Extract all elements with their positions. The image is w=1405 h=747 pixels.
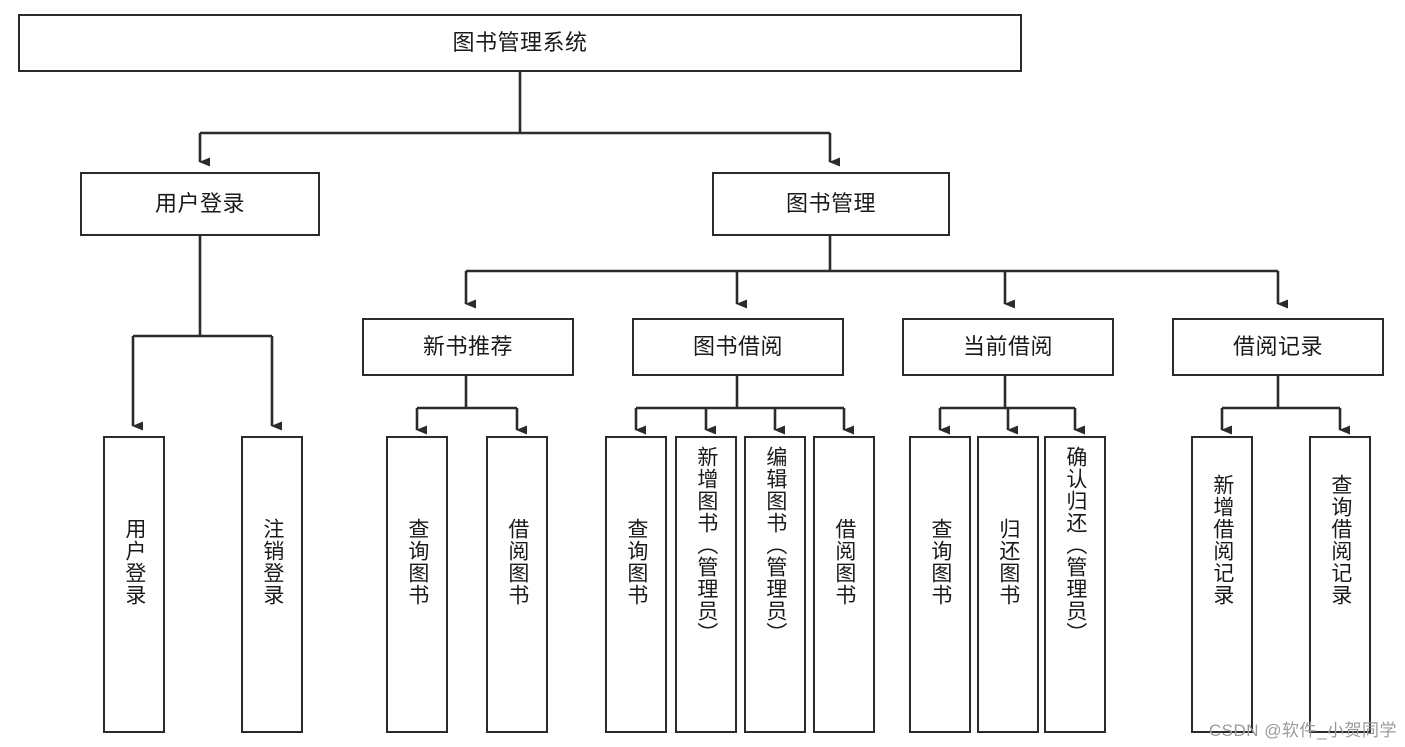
node-leaf-edit-book-admin[interactable]: 编辑图书（管理员） [744,436,806,733]
node-label: 新增借阅记录 [1210,474,1234,606]
node-label: 新书推荐 [422,333,513,359]
node-book-management[interactable]: 图书管理 [712,172,950,236]
node-label: 当前借阅 [962,333,1053,359]
node-leaf-query-borrow-record[interactable]: 查询借阅记录 [1309,436,1371,733]
node-leaf-query-book-recommend[interactable]: 查询图书 [386,436,448,733]
node-book-borrow[interactable]: 图书借阅 [632,318,844,376]
node-leaf-logout[interactable]: 注销登录 [241,436,303,733]
node-leaf-borrow-book[interactable]: 借阅图书 [813,436,875,733]
node-label: 编辑图书（管理员） [763,446,787,644]
node-label: 用户登录 [154,190,245,216]
node-label: 查询图书 [624,518,648,606]
node-leaf-confirm-return-admin[interactable]: 确认归还（管理员） [1044,436,1106,733]
node-label: 借阅图书 [505,518,529,606]
node-user-login[interactable]: 用户登录 [80,172,320,236]
node-label: 查询图书 [928,518,952,606]
node-label: 图书管理 [785,190,876,216]
node-label: 新增图书（管理员） [694,446,718,644]
node-label: 借阅记录 [1232,333,1323,359]
node-label: 注销登录 [260,518,284,606]
node-label: 图书借阅 [692,333,783,359]
node-label: 查询图书 [405,518,429,606]
node-leaf-add-borrow-record[interactable]: 新增借阅记录 [1191,436,1253,733]
node-borrow-record[interactable]: 借阅记录 [1172,318,1384,376]
node-label: 用户登录 [122,518,146,606]
node-leaf-add-book-admin[interactable]: 新增图书（管理员） [675,436,737,733]
node-label: 查询借阅记录 [1328,474,1352,606]
node-label: 图书管理系统 [452,29,588,55]
node-leaf-query-book-borrow[interactable]: 查询图书 [605,436,667,733]
node-new-book-recommend[interactable]: 新书推荐 [362,318,574,376]
node-leaf-query-book-current[interactable]: 查询图书 [909,436,971,733]
node-label: 归还图书 [996,518,1020,606]
node-leaf-borrow-book-recommend[interactable]: 借阅图书 [486,436,548,733]
node-current-borrow[interactable]: 当前借阅 [902,318,1114,376]
node-leaf-return-book[interactable]: 归还图书 [977,436,1039,733]
node-leaf-user-login[interactable]: 用户登录 [103,436,165,733]
node-label: 借阅图书 [832,518,856,606]
node-book-management-system[interactable]: 图书管理系统 [18,14,1022,72]
node-label: 确认归还（管理员） [1063,446,1087,644]
